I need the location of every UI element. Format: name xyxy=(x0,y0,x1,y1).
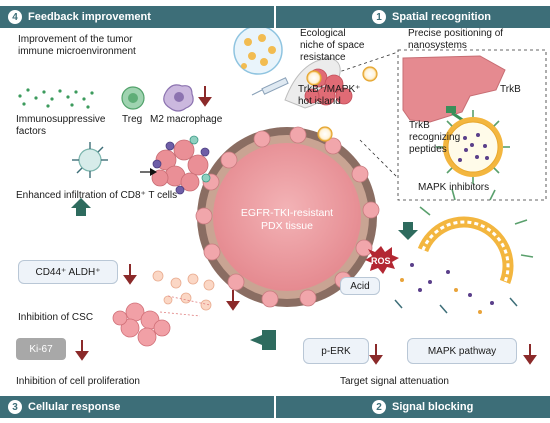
csc-label: Inhibition of CSC xyxy=(18,312,94,323)
section-number: 3 xyxy=(8,400,22,414)
infiltration-label: Enhanced infiltration of CD8⁺ T cells xyxy=(16,190,178,201)
section-title: Signal blocking xyxy=(392,401,474,413)
text-line: TrkB⁺/MAPK⁺ xyxy=(298,84,361,95)
pdx-tissue-label: EGFR-TKI-resistant PDX tissue xyxy=(227,207,347,233)
text-line: peptides xyxy=(409,144,447,155)
text-line: Ecological xyxy=(300,28,346,39)
text-line: factors xyxy=(16,126,47,137)
t-cell-icon xyxy=(72,142,108,178)
section-bar-cellular: 3 Cellular response xyxy=(0,396,274,418)
tumor-cluster xyxy=(151,135,211,195)
mapk-inhibitors-label: MAPK inhibitors xyxy=(418,182,490,193)
precise-positioning-label: Precise positioning of nanosystems xyxy=(408,28,503,52)
text-line: niche of space xyxy=(300,40,365,51)
text-line: Immunosuppressive xyxy=(16,114,106,125)
pdx-tissue xyxy=(195,126,380,308)
section-title: Cellular response xyxy=(28,401,121,413)
hot-island-label: TrkB⁺/MAPK⁺ hot island xyxy=(298,84,360,108)
ros-icon xyxy=(365,246,399,274)
nanoparticle-release xyxy=(394,188,534,314)
section-title: Feedback improvement xyxy=(28,11,151,23)
text-line: resistance xyxy=(300,52,346,63)
section-number: 1 xyxy=(372,10,386,24)
attenuation-label: Target signal attenuation xyxy=(340,376,449,387)
text-line: immune microenvironment xyxy=(18,46,136,57)
section-number: 4 xyxy=(8,10,22,24)
niche-label: Ecological niche of space resistance xyxy=(300,28,365,64)
section-bar-spatial: 1 Spatial recognition xyxy=(276,6,550,28)
text-line: TrkB xyxy=(409,120,430,131)
tumor-env-label: Improvement of the tumor immune microenv… xyxy=(18,34,136,58)
trkb-label: TrkB xyxy=(500,84,521,95)
text-line: Improvement of the tumor xyxy=(18,34,133,45)
treg-label: Treg xyxy=(122,114,143,125)
text-line: EGFR-TKI-resistant xyxy=(240,207,334,219)
ki67-box: Ki-67 xyxy=(16,338,66,360)
section-bar-feedback: 4 Feedback improvement xyxy=(0,6,274,28)
text-line: Precise positioning of xyxy=(408,28,504,39)
cd44-aldh-box: CD44⁺ ALDH⁺ xyxy=(18,260,118,284)
immunosuppressive-factors xyxy=(18,88,94,109)
syringe-icon xyxy=(251,77,289,96)
perk-box: p-ERK xyxy=(303,338,369,364)
acid-box: Acid xyxy=(340,277,380,295)
immunosuppressive-label: Immunosuppressive factors xyxy=(16,114,105,138)
trkb-peptide-label: TrkB recognizing peptides xyxy=(409,120,460,156)
flow-arrows xyxy=(71,198,418,350)
section-bar-signal: 2 Signal blocking xyxy=(276,396,550,418)
section-title: Spatial recognition xyxy=(392,11,492,23)
text-line: recognizing xyxy=(409,132,461,143)
csc-cluster xyxy=(112,302,171,347)
proliferation-label: Inhibition of cell proliferation xyxy=(16,376,140,387)
mapk-pathway-box: MAPK pathway xyxy=(407,338,517,364)
text-line: nanosystems xyxy=(408,40,467,51)
text-line: PDX tissue xyxy=(261,220,313,232)
zoom-nanoparticle xyxy=(436,110,510,184)
section-number: 2 xyxy=(372,400,386,414)
text-line: hot island xyxy=(298,96,341,107)
m2-macrophage-label: M2 macrophage xyxy=(150,114,223,125)
ros-label: ROS xyxy=(371,256,391,266)
